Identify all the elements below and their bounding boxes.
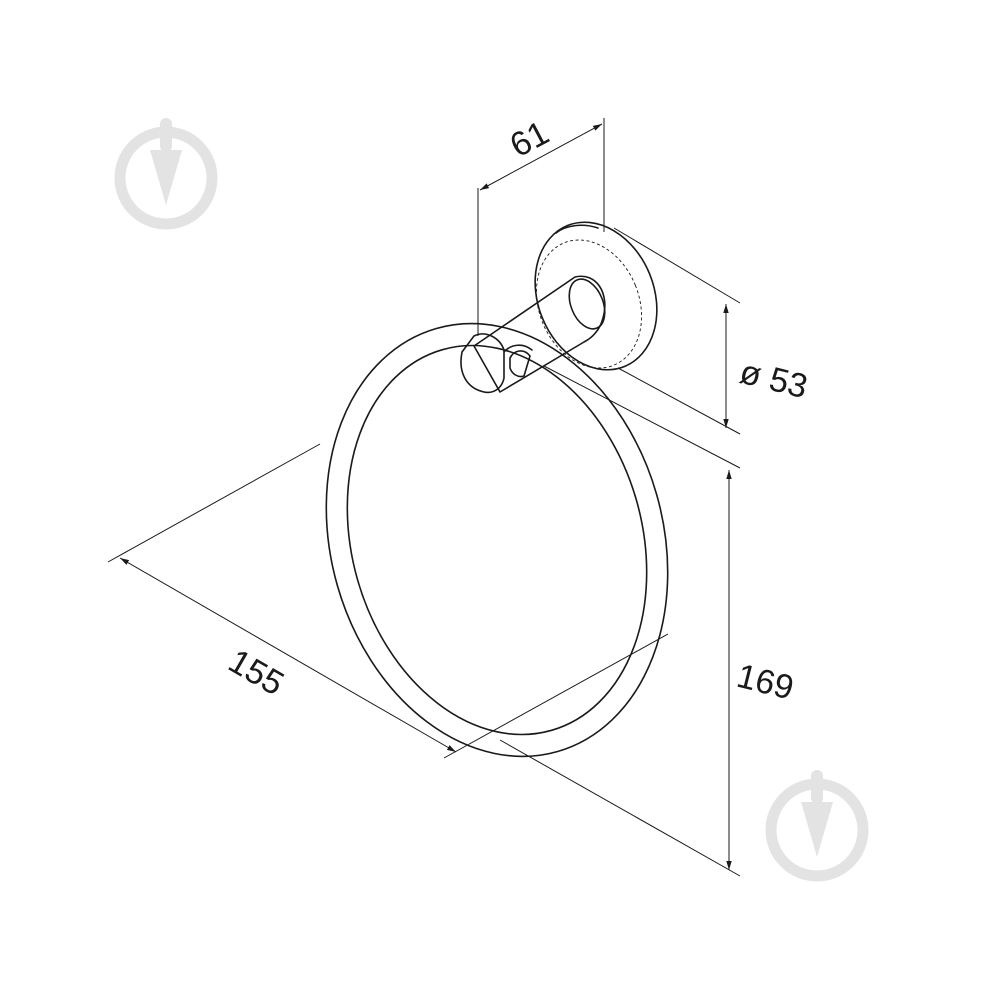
dimension-width: 155: [107, 443, 669, 759]
dimension-diameter-label: ø 53: [736, 353, 811, 406]
dimension-height: 169: [499, 365, 797, 877]
watermark-icon-bottom-right: [765, 770, 869, 882]
dimension-depth-label: 61: [504, 114, 555, 165]
dimension-diameter: ø 53: [613, 227, 811, 435]
dimension-width-label: 155: [222, 642, 290, 703]
wall-rosette: [534, 221, 658, 371]
watermark-icon-top-left: [114, 118, 218, 230]
dimension-height-label: 169: [733, 657, 797, 708]
support-arm: [460, 275, 606, 394]
towel-ring: [325, 322, 669, 758]
